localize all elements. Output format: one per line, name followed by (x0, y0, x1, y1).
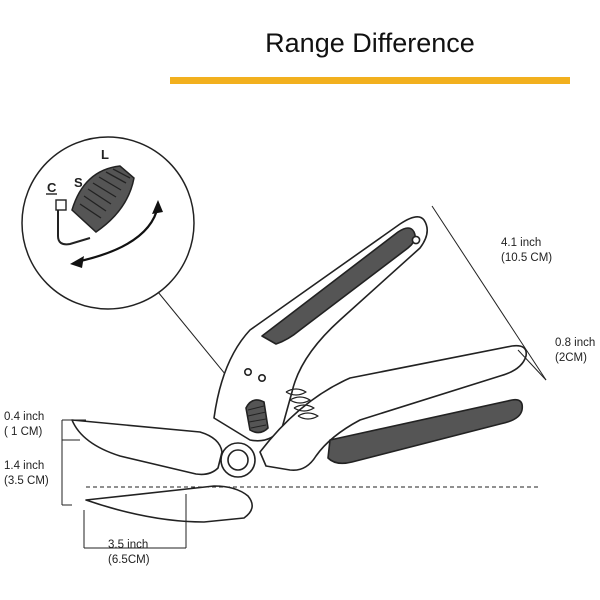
handle-length-value: 4.1 inch (501, 237, 542, 249)
jaw-opening-metric: (3.5 CM) (4, 475, 49, 487)
handle-length-label: 4.1 inch (10.5 CM) (501, 236, 552, 266)
dimension-lines (61, 205, 547, 549)
handle-length-metric: (10.5 CM) (501, 252, 553, 264)
zoom-inset: C S L (21, 136, 249, 403)
scissors-illustration (71, 216, 528, 523)
position-letter-l: L (101, 147, 109, 162)
blade-length-value: 3.5 inch (108, 539, 149, 551)
blade-length-label: 3.5 inch (6.5CM) (108, 538, 150, 568)
page-title: Range Difference (265, 28, 475, 58)
jaw-opening-value: 1.4 inch (4, 460, 45, 472)
title-underline (170, 77, 570, 84)
blade-length-metric: (6.5CM) (108, 554, 150, 566)
tip-gap-label: 0.4 inch ( 1 CM) (4, 410, 44, 440)
tip-gap-value: 0.4 inch (4, 411, 45, 423)
handle-width-label: 0.8 inch (2CM) (555, 336, 595, 366)
tip-gap-metric: ( 1 CM) (4, 426, 43, 438)
handle-width-metric: (2CM) (555, 352, 587, 364)
position-letter-c: C (47, 180, 57, 195)
handle-width-value: 0.8 inch (555, 337, 596, 349)
jaw-opening-label: 1.4 inch (3.5 CM) (4, 459, 49, 489)
position-letter-s: S (74, 175, 83, 190)
